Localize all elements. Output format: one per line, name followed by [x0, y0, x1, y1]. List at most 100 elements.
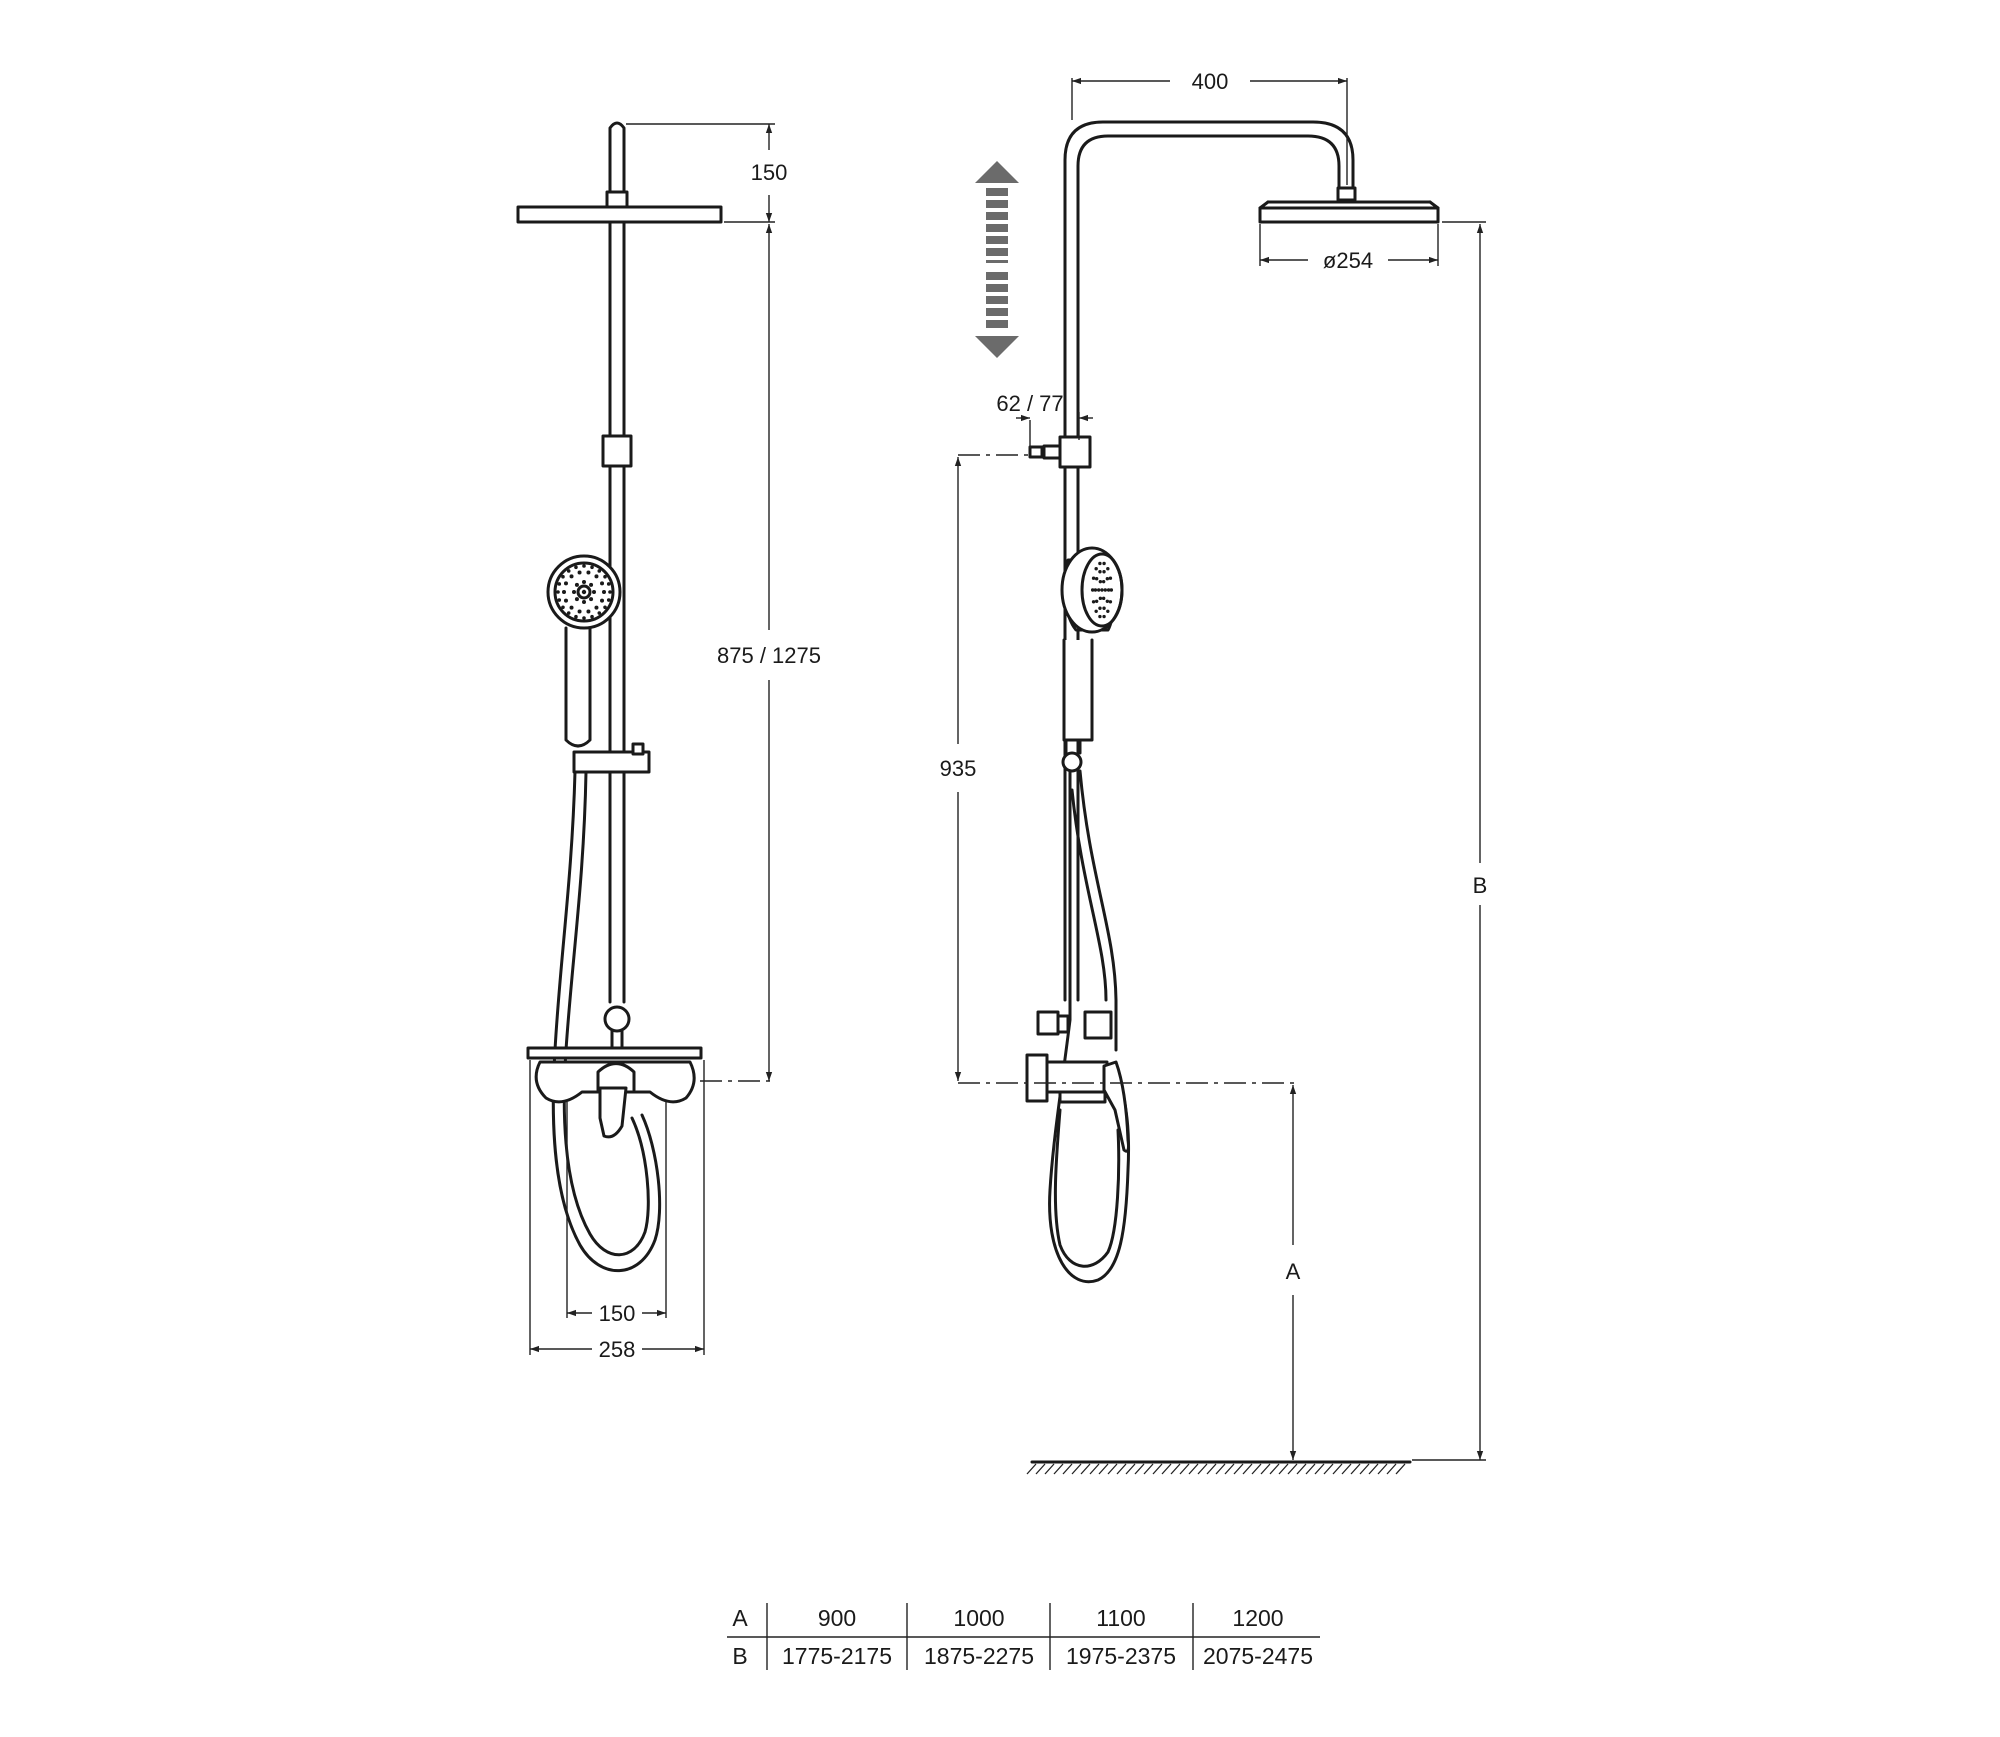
dim-side-arm-reach: 400 — [1192, 69, 1229, 94]
nozzle-dot — [582, 616, 586, 620]
nozzle-dot — [603, 605, 607, 610]
side-mixer-lever — [1102, 1060, 1130, 1153]
floor-hatch-line — [1179, 1463, 1190, 1475]
side-hand-shower-handle — [1062, 638, 1094, 742]
adjust-arrow-bar — [986, 236, 1008, 244]
nozzle-dot — [1098, 614, 1102, 619]
nozzle-dot — [566, 569, 571, 573]
floor-hatch-line — [1314, 1463, 1325, 1475]
floor-hatch-line — [1260, 1463, 1271, 1475]
nozzle-dot — [1102, 606, 1106, 610]
nozzle-dot — [600, 581, 605, 586]
table-cell-b-4: 2075-2475 — [1203, 1643, 1313, 1669]
nozzle-dot — [589, 597, 594, 602]
nozzle-dot — [1101, 596, 1106, 601]
dim-front-top-height: 150 — [751, 160, 788, 185]
front-diverter-knob — [603, 1005, 631, 1033]
front-shower-head — [516, 205, 723, 224]
floor-hatch-line — [1278, 1463, 1289, 1475]
front-head-nut — [605, 190, 629, 209]
adjust-arrow-bar — [986, 212, 1008, 220]
side-holder — [1061, 751, 1083, 773]
front-hand-shower-handle — [564, 626, 592, 748]
floor-hatch-line — [1053, 1463, 1064, 1475]
adjust-arrow-bar — [986, 248, 1008, 256]
nozzle-dot — [1094, 567, 1098, 571]
floor-hatch-line — [1386, 1463, 1397, 1475]
nozzle-dot — [1091, 600, 1096, 604]
nozzle-dot — [1106, 609, 1110, 613]
floor-hatch-line — [1323, 1463, 1334, 1475]
floor-hatch-line — [1215, 1463, 1226, 1475]
side-shower-arm — [1063, 120, 1355, 1002]
nozzle-dot — [586, 609, 591, 614]
floor-hatch-line — [1170, 1463, 1181, 1475]
nozzle-dot — [569, 574, 574, 579]
nozzle-dot — [1102, 570, 1106, 574]
nozzle-dot — [594, 574, 599, 579]
nozzle-dot — [1102, 614, 1106, 619]
front-top-stub — [608, 121, 626, 220]
nozzle-dot — [563, 581, 568, 586]
nozzle-dot — [581, 589, 587, 595]
dim-front-inner-width: 150 — [599, 1301, 636, 1326]
nozzle-dot — [590, 614, 594, 619]
floor-hatch-line — [1143, 1463, 1154, 1475]
floor-hatch-line — [1071, 1463, 1082, 1475]
floor-hatch-line — [1116, 1463, 1127, 1475]
floor-hatch-line — [1089, 1463, 1100, 1475]
nozzle-dot — [1109, 588, 1114, 592]
nozzle-dot — [577, 570, 582, 575]
nozzle-dot — [557, 598, 562, 602]
adjust-arrow-bar — [986, 308, 1008, 316]
table-row-label-a: A — [732, 1605, 748, 1631]
floor-hatch-line — [1233, 1463, 1244, 1475]
nozzle-dot — [586, 570, 591, 575]
table-cell-a-4: 1200 — [1232, 1605, 1283, 1631]
nozzle-dot — [594, 605, 599, 610]
side-view: 400 ø254 62 / 77 935 A B — [940, 69, 1487, 1475]
side-head-nut — [1336, 186, 1357, 202]
nozzle-dot — [1098, 579, 1103, 584]
floor-hatch-line — [1332, 1463, 1343, 1475]
floor-hatch-line — [1080, 1463, 1091, 1475]
floor-hatch-line — [1161, 1463, 1172, 1475]
nozzle-dot — [1100, 588, 1104, 592]
front-holder-bracket — [572, 750, 651, 774]
side-mixer-body — [1045, 1060, 1109, 1094]
adjust-arrow-bar — [986, 320, 1008, 328]
nozzle-dot — [572, 590, 576, 594]
nozzle-dot — [582, 580, 586, 584]
table-cell-a-1: 900 — [818, 1605, 856, 1631]
nozzle-dot — [600, 598, 605, 603]
nozzle-dot — [582, 564, 586, 568]
table-row-label-b: B — [732, 1643, 747, 1669]
nozzle-dot — [606, 598, 611, 602]
adjust-arrow-bar — [986, 188, 1008, 196]
dim-side-height-a: A — [1286, 1259, 1301, 1284]
nozzle-dot — [1101, 579, 1106, 584]
nozzle-dot — [1090, 588, 1095, 592]
side-slide-coupling — [1058, 435, 1092, 469]
nozzle-dot — [557, 582, 562, 586]
floor-hatch-line — [1269, 1463, 1280, 1475]
front-view: 150 875 / 1275 150 258 — [516, 121, 821, 1362]
side-wall-bracket — [1028, 445, 1044, 459]
floor-hatch-line — [1242, 1463, 1253, 1475]
floor-hatch-line — [1296, 1463, 1307, 1475]
front-slide-coupling — [601, 434, 633, 468]
nozzle-dot — [597, 569, 602, 573]
table-cell-a-2: 1000 — [953, 1605, 1004, 1631]
floor-hatch-line — [1377, 1463, 1388, 1475]
table-cell-a-3: 1100 — [1096, 1605, 1145, 1631]
side-mixer-valve-left — [1036, 1010, 1060, 1036]
floor-hatch-line — [1107, 1463, 1118, 1475]
nozzle-dot — [562, 590, 566, 594]
nozzle-dot — [582, 600, 586, 604]
nozzle-dot — [1098, 606, 1102, 610]
floor-hatch-line — [1368, 1463, 1379, 1475]
floor-hatch-line — [1359, 1463, 1370, 1475]
table-cell-b-2: 1875-2275 — [924, 1643, 1034, 1669]
floor-hatch-line — [1395, 1463, 1406, 1475]
dim-side-head-diameter: ø254 — [1323, 248, 1373, 273]
